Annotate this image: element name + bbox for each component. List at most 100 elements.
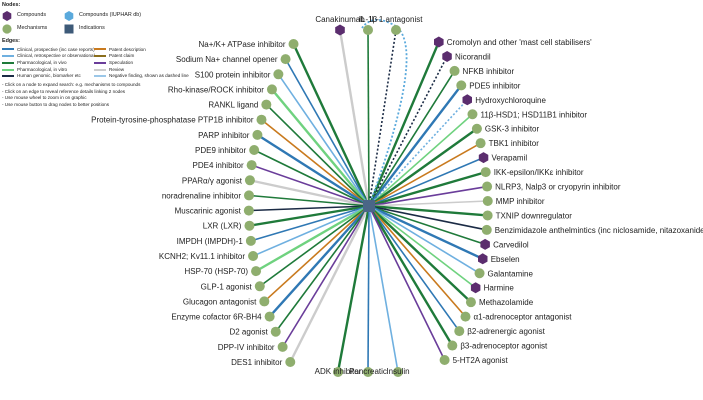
mechanism-circle[interactable] xyxy=(245,235,256,246)
graph-edge[interactable] xyxy=(292,43,371,207)
node-gsk-3-inhibitor[interactable]: GSK-3 inhibitor xyxy=(471,123,540,134)
node-lxr-lxr[interactable]: LXR (LXR) xyxy=(203,220,255,231)
graph-edge[interactable] xyxy=(249,179,370,208)
compound-hexagon[interactable] xyxy=(434,36,444,48)
mechanism-circle[interactable] xyxy=(244,220,255,231)
node-benzimidazole-anthelmintics-inc-niclosam[interactable]: Benzimidazole anthelmintics (inc niclosa… xyxy=(481,224,703,235)
graph-edge[interactable] xyxy=(368,156,484,207)
mechanism-circle[interactable] xyxy=(482,196,493,206)
node-il-1[interactable]: IL-1β xyxy=(359,15,378,35)
mechanism-circle[interactable] xyxy=(280,54,291,65)
mechanism-circle[interactable] xyxy=(481,224,492,235)
mechanism-circle[interactable] xyxy=(449,65,460,76)
mechanism-circle[interactable] xyxy=(285,357,296,367)
node-adk-inhibitor[interactable]: ADK inhibitor xyxy=(315,367,362,377)
center-indication-node[interactable] xyxy=(363,200,375,212)
node-txnip-downregulator[interactable]: TXNIP downregulator xyxy=(482,210,573,221)
node-pde5-inhibitor[interactable]: PDE5 inhibitor xyxy=(456,80,521,91)
graph-edge[interactable] xyxy=(367,205,370,373)
graph-edge[interactable] xyxy=(368,205,480,274)
graph-edge[interactable] xyxy=(268,205,370,318)
graph-edge[interactable] xyxy=(368,56,448,207)
graph-edge[interactable] xyxy=(368,205,472,304)
mechanism-circle[interactable] xyxy=(393,367,403,377)
mechanism-circle[interactable] xyxy=(252,129,263,140)
node-enzyme-cofactor-6r-bh4[interactable]: Enzyme cofactor 6R-BH4 xyxy=(171,311,275,322)
mechanism-circle[interactable] xyxy=(482,181,493,192)
compound-hexagon[interactable] xyxy=(442,51,452,62)
node-methazolamide[interactable]: Methazolamide xyxy=(465,297,534,308)
graph-edge[interactable] xyxy=(284,58,370,207)
graph-edge[interactable] xyxy=(252,205,370,257)
node-galantamine[interactable]: Galantamine xyxy=(474,268,534,279)
graph-edge[interactable] xyxy=(368,205,399,373)
node-hsp-70-hsp-70[interactable]: HSP-70 (HSP-70) xyxy=(184,266,262,277)
node-insulin[interactable]: Insulin xyxy=(386,367,410,377)
mechanism-circle[interactable] xyxy=(475,138,486,149)
mechanism-circle[interactable] xyxy=(259,296,270,307)
node-hydroxychloroquine[interactable]: Hydroxychloroquine xyxy=(462,94,547,106)
mechanism-circle[interactable] xyxy=(243,190,254,201)
graph-edge[interactable] xyxy=(368,204,488,217)
node-2-adrenergic-agonist[interactable]: β2-adrenergic agonist xyxy=(454,326,546,337)
node-des1-inhibitor[interactable]: DES1 inhibitor xyxy=(231,357,296,367)
graph-edge[interactable] xyxy=(368,200,488,207)
compound-hexagon[interactable] xyxy=(335,24,345,36)
graph-edge[interactable] xyxy=(368,204,484,260)
graph-edge[interactable] xyxy=(256,133,370,208)
mechanism-circle[interactable] xyxy=(447,340,458,351)
node-harmine[interactable]: Harmine xyxy=(470,282,515,294)
graph-edge[interactable] xyxy=(368,142,482,207)
mechanism-circle[interactable] xyxy=(482,210,493,221)
mechanism-circle[interactable] xyxy=(243,205,254,216)
mechanism-circle[interactable] xyxy=(391,25,401,35)
graph-edge[interactable] xyxy=(368,113,474,207)
mechanism-circle[interactable] xyxy=(256,114,267,125)
mechanism-circle[interactable] xyxy=(363,25,373,35)
graph-edge[interactable] xyxy=(275,205,370,333)
node-sodium-na-channel-opener[interactable]: Sodium Na+ channel opener xyxy=(176,54,291,65)
graph-edge[interactable] xyxy=(259,205,370,287)
node-pde4-inhibitor[interactable]: PDE4 inhibitor xyxy=(193,160,257,171)
node-1-adrenoceptor-antagonist[interactable]: α1-adrenoceptor antagonist xyxy=(460,311,572,322)
graph-edge[interactable] xyxy=(265,104,370,207)
node-cromolyn-and-other-mast-cell-stabilisers[interactable]: Cromolyn and other 'mast cell stabiliser… xyxy=(434,36,592,48)
mechanism-circle[interactable] xyxy=(333,367,343,377)
node-nicorandil[interactable]: Nicorandil xyxy=(442,51,491,62)
mechanism-circle[interactable] xyxy=(474,268,485,279)
mechanism-circle[interactable] xyxy=(467,109,478,120)
node-ebselen[interactable]: Ebselen xyxy=(478,253,520,265)
graph-edge[interactable] xyxy=(271,88,370,207)
node-carvedilol[interactable]: Carvedilol xyxy=(480,238,529,250)
graph-edge[interactable] xyxy=(289,205,371,363)
mechanism-circle[interactable] xyxy=(480,167,491,178)
node-rho-kinase-rock-inhibitor[interactable]: Rho-kinase/ROCK inhibitor xyxy=(168,84,277,95)
graph-edge[interactable] xyxy=(336,205,371,373)
graph-edge[interactable] xyxy=(368,205,467,318)
mechanism-circle[interactable] xyxy=(471,123,482,134)
graph-edge[interactable] xyxy=(277,73,370,207)
graph-edge[interactable] xyxy=(367,205,454,347)
node-s100-protein-inhibitor[interactable]: S100 protein inhibitor xyxy=(195,69,284,80)
compound-hexagon[interactable] xyxy=(478,253,488,265)
graph-edge[interactable] xyxy=(250,205,370,242)
graph-edge[interactable] xyxy=(368,205,477,289)
node-ppar-agonist[interactable]: PPARα/γ agonist xyxy=(182,175,255,186)
mechanism-circle[interactable] xyxy=(251,266,262,277)
mechanism-circle[interactable] xyxy=(277,341,288,352)
mechanism-circle[interactable] xyxy=(465,297,476,308)
graph-edge[interactable] xyxy=(368,205,486,246)
graph-edge[interactable] xyxy=(260,119,370,207)
node-dpp-iv-inhibitor[interactable]: DPP-IV inhibitor xyxy=(218,341,288,352)
graph-edge[interactable] xyxy=(368,84,463,207)
graph-edge[interactable] xyxy=(248,194,370,207)
node-il-1-antagonist[interactable]: IL-1 antagonist xyxy=(370,15,424,35)
mechanism-circle[interactable] xyxy=(264,311,275,322)
node-kcnh2-kv11-1-inhibitor[interactable]: KCNH2; Kv11.1 inhibitor xyxy=(159,251,259,261)
node-canakinumab[interactable]: Canakinumab xyxy=(315,15,365,36)
node-3-adrenoceptor-agonist[interactable]: β3-adrenoceptor agonist xyxy=(447,340,548,351)
negative-finding-edge[interactable] xyxy=(361,18,408,207)
graph-edge[interactable] xyxy=(367,29,370,207)
compound-hexagon[interactable] xyxy=(470,282,481,294)
node-noradrenaline-inhibitor[interactable]: noradrenaline inhibitor xyxy=(162,190,254,201)
